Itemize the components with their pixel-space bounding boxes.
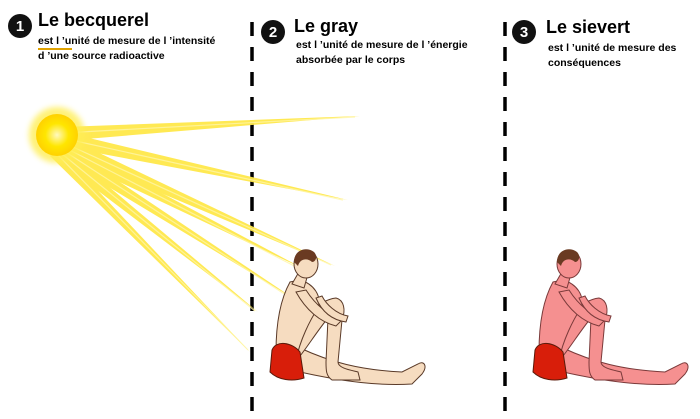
panel-title-sievert: Le sievert bbox=[546, 17, 630, 38]
panel-title-becquerel: Le becquerel bbox=[38, 10, 149, 31]
person-figure-normal bbox=[270, 249, 425, 384]
step-number-3: 3 bbox=[512, 20, 536, 44]
panel-description-sievert-line1: est l ’unité de mesure des bbox=[548, 41, 676, 56]
panel-description-becquerel-line1: est l ’unité de mesure de l ’intensité bbox=[38, 34, 215, 49]
step-number-1: 1 bbox=[8, 14, 32, 38]
person-figure-irradiated bbox=[533, 249, 688, 384]
sun-icon bbox=[29, 107, 85, 163]
panel-description-becquerel-line2: d ’une source radioactive bbox=[38, 49, 165, 64]
panel-title-gray: Le gray bbox=[294, 16, 358, 37]
panel-description-sievert-line2: conséquences bbox=[548, 56, 621, 71]
panel-description-gray-line2: absorbée par le corps bbox=[296, 53, 405, 68]
step-number-2: 2 bbox=[261, 20, 285, 44]
panel-description-gray-line1: est l ’unité de mesure de l ’énergie bbox=[296, 38, 468, 53]
